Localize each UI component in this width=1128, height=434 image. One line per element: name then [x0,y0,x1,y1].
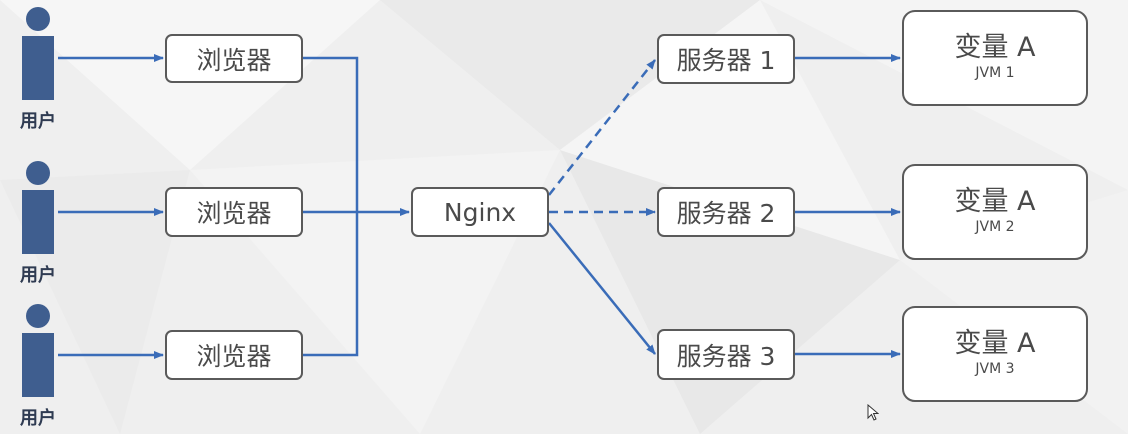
jvm-box-1: 变量 A JVM 1 [902,10,1088,106]
server-box-3: 服务器 3 [657,329,795,380]
browser1-merge-line [303,56,359,212]
user-icon [22,7,54,100]
browser-label: 浏览器 [196,342,272,371]
server-label: 服务器 2 [676,199,776,228]
jvm-name-label: JVM 3 [975,361,1015,377]
jvm-box-2: 变量 A JVM 2 [902,164,1088,260]
server-label: 服务器 3 [676,341,776,371]
jvm-variable-label: 变量 A [954,186,1036,217]
user-3: 用户 [16,303,60,429]
server-box-1: 服务器 1 [657,34,795,84]
nginx-label: Nginx [443,197,517,227]
server-label: 服务器 1 [676,46,776,75]
browser-box-2: 浏览器 [165,187,303,237]
user-2: 用户 [16,160,60,286]
user-1: 用户 [16,6,60,132]
user-label: 用户 [20,408,56,429]
jvm-variable-label: 变量 A [954,328,1036,359]
nginx-to-server3-arrow [548,222,656,355]
nginx-to-server1-arrow [548,59,656,196]
user-label: 用户 [20,265,56,286]
browser-label: 浏览器 [196,199,272,228]
browser-box-1: 浏览器 [165,34,303,83]
mouse-cursor-icon [867,404,879,421]
jvm-box-3: 变量 A JVM 3 [902,306,1088,402]
jvm-variable-label: 变量 A [954,32,1036,63]
user-icon [22,304,54,397]
jvm-name-label: JVM 2 [975,219,1015,235]
browser3-merge-line [303,212,359,357]
user-icon [22,161,54,254]
user-label: 用户 [20,111,56,132]
server-box-2: 服务器 2 [657,187,795,237]
nginx-box: Nginx [411,187,549,237]
browser-label: 浏览器 [196,45,272,75]
browser-box-3: 浏览器 [165,330,303,380]
jvm-name-label: JVM 1 [975,65,1015,81]
